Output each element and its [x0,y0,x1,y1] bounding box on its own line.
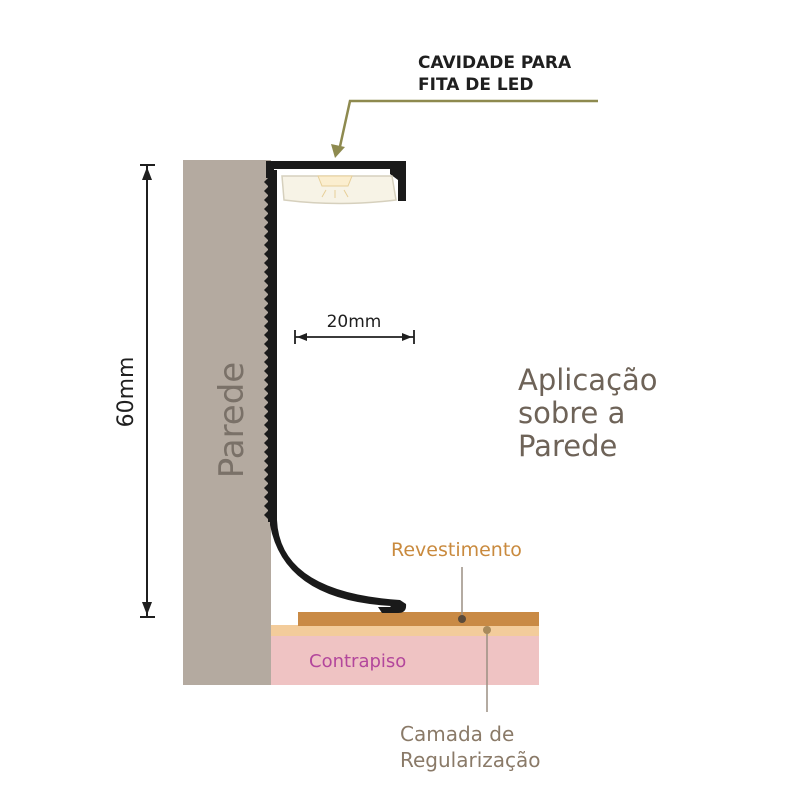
profile-serration-tooth [264,502,268,510]
profile-serration-tooth [264,358,268,366]
leveling-leader [483,626,491,712]
profile-serration-tooth [264,187,268,195]
profile-serration-tooth [264,403,268,411]
profile-serration-tooth [264,241,268,249]
leveling-label-line2: Regularização [400,748,541,772]
led-ray [343,189,349,198]
profile-serration [264,178,268,519]
profile-serration-tooth [264,268,268,276]
profile-serration-tooth [264,313,268,321]
profile-serration-tooth [264,277,268,285]
profile-serration-tooth [264,214,268,222]
subfloor-label: Contrapiso [309,651,406,672]
subfloor-layer [271,635,539,685]
profile-serration-tooth [264,322,268,330]
profile-serration-tooth [264,394,268,402]
width-label: 20mm [327,312,382,332]
profile-serration-tooth [264,205,268,213]
height-label: 60mm [114,357,139,428]
profile-serration-tooth [264,475,268,483]
profile-serration-tooth [264,439,268,447]
profile-back [268,170,277,522]
profile-serration-tooth [264,232,268,240]
led-strip-icon [317,175,353,187]
profile-serration-tooth [264,493,268,501]
profile-serration-tooth [264,286,268,294]
title-line3: Parede [518,429,617,463]
profile-serration-tooth [264,511,268,519]
profile-serration-tooth [264,367,268,375]
profile-serration-tooth [264,304,268,312]
covering-leader [458,567,466,623]
led-ray [321,189,327,198]
title-line1: Aplicação [518,363,658,397]
wall-label: Parede [212,362,252,478]
covering-label: Revestimento [391,539,522,561]
led-diffuser [281,175,397,205]
profile-curved-skirt [270,520,407,613]
profile-serration-tooth [264,250,268,258]
profile-serration-tooth [264,484,268,492]
profile-serration-tooth [264,340,268,348]
leveling-layer [271,625,539,636]
height-dimension [140,164,155,618]
profile-serration-tooth [264,178,268,186]
profile-serration-tooth [264,412,268,420]
profile-serration-tooth [264,349,268,357]
leveling-label-line1: Camada de [400,722,514,746]
profile-serration-tooth [264,448,268,456]
profile-top-channel [266,161,406,201]
profile-serration-tooth [264,457,268,465]
led-cavity-arrow [331,99,598,158]
profile-serration-tooth [264,376,268,384]
led-cavity-label-line2: FITA DE LED [418,75,534,95]
covering-layer [298,612,539,626]
profile-serration-tooth [264,223,268,231]
profile-serration-tooth [264,259,268,267]
profile-serration-tooth [264,331,268,339]
profile-serration-tooth [264,430,268,438]
title-line2: sobre a [518,396,625,430]
wall-block [183,160,271,685]
profile-serration-tooth [264,385,268,393]
profile-serration-tooth [264,466,268,474]
profile-serration-tooth [264,421,268,429]
profile-serration-tooth [264,295,268,303]
profile-serration-tooth [264,196,268,204]
width-dimension [294,330,415,344]
led-cavity-label-line1: CAVIDADE PARA [418,53,572,73]
